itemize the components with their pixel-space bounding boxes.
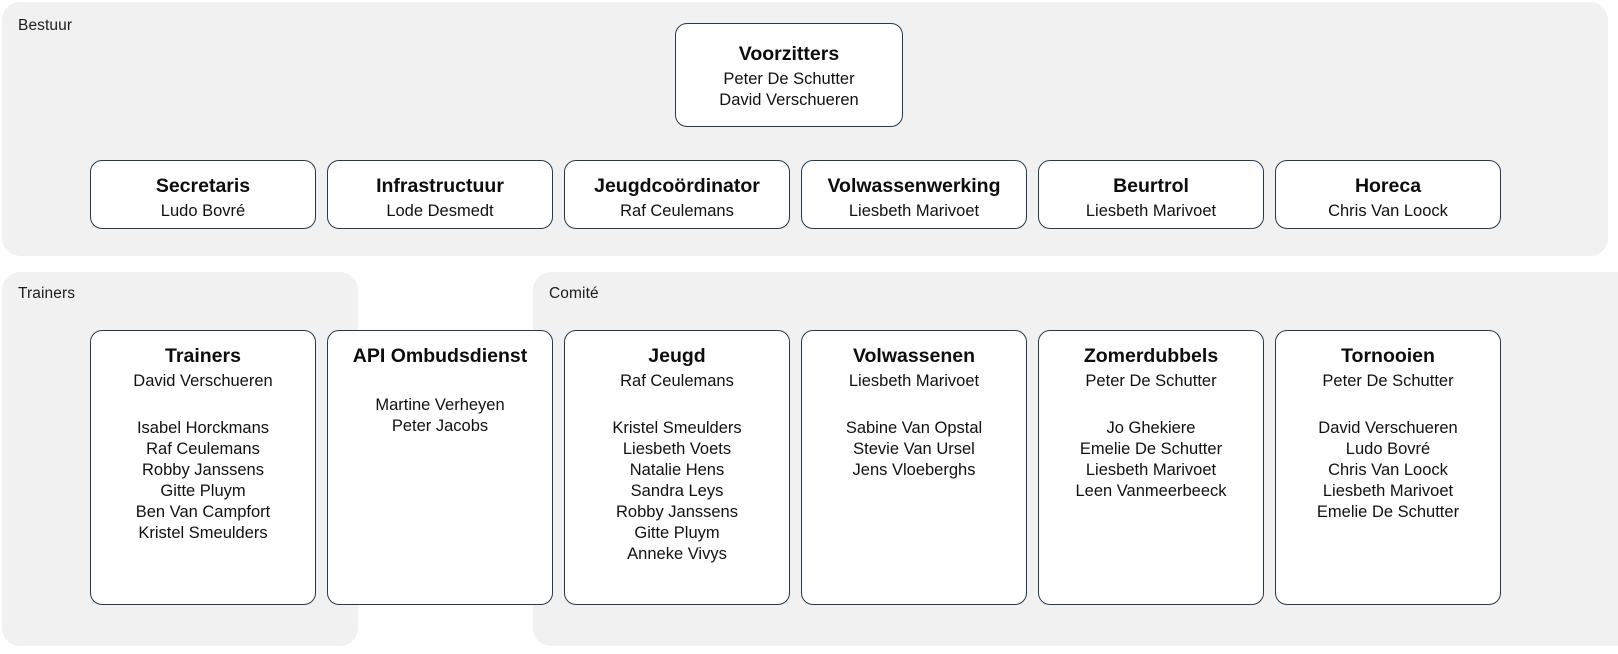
member-name: Leen Vanmeerbeeck <box>1075 482 1227 501</box>
card-lead: Lode Desmedt <box>386 201 494 220</box>
card-title: Infrastructuur <box>376 175 504 197</box>
card-horeca[interactable]: Horeca Chris Van Loock <box>1275 160 1501 229</box>
card-lead: Peter De Schutter <box>723 69 855 88</box>
card-title: Volwassenwerking <box>827 175 1001 197</box>
member-name: Sandra Leys <box>630 482 724 501</box>
card-title: Beurtrol <box>1113 175 1189 197</box>
card-lead: Raf Ceulemans <box>620 201 734 220</box>
member-name: David Verschueren <box>1318 419 1458 438</box>
member-name: Emelie De Schutter <box>1079 440 1223 459</box>
card-secretaris[interactable]: Secretaris Ludo Bovré <box>90 160 316 229</box>
member-name: Raf Ceulemans <box>146 440 260 459</box>
member-name: Emelie De Schutter <box>1316 503 1460 522</box>
member-name: Natalie Hens <box>629 461 725 480</box>
card-title: Jeugdcoördinator <box>594 175 760 197</box>
card-volwassenwerking[interactable]: Volwassenwerking Liesbeth Marivoet <box>801 160 1027 229</box>
member-name: Liesbeth Voets <box>622 440 732 459</box>
card-title: API Ombudsdienst <box>352 345 528 367</box>
card-title: Volwassenen <box>852 345 976 367</box>
member-name: Kristel Smeulders <box>612 419 742 438</box>
member-name: Anneke Vivys <box>627 545 727 564</box>
card-infrastructuur[interactable]: Infrastructuur Lode Desmedt <box>327 160 553 229</box>
member-name: Chris Van Loock <box>1328 461 1448 480</box>
card-title: Horeca <box>1354 175 1422 197</box>
card-jeugdcoordinator[interactable]: Jeugdcoördinator Raf Ceulemans <box>564 160 790 229</box>
member-name: Gitte Pluym <box>634 524 720 543</box>
member-name: Jens Vloeberghs <box>852 461 976 480</box>
card-members: David Verschueren <box>676 90 902 111</box>
card-trainers[interactable]: Trainers David Verschueren Isabel Horckm… <box>90 330 316 605</box>
card-title: Jeugd <box>648 345 706 367</box>
card-lead: Liesbeth Marivoet <box>848 201 980 220</box>
member-name: Stevie Van Ursel <box>853 440 975 459</box>
member-name: Liesbeth Marivoet <box>1322 482 1454 501</box>
card-tornooien[interactable]: Tornooien Peter De Schutter David Versch… <box>1275 330 1501 605</box>
card-lead: David Verschueren <box>133 371 273 390</box>
card-lead: Raf Ceulemans <box>620 371 734 390</box>
member-name: Ben Van Campfort <box>135 503 271 522</box>
member-name: Robby Janssens <box>142 461 264 480</box>
card-title: Trainers <box>165 345 241 367</box>
card-lead: Liesbeth Marivoet <box>1085 201 1217 220</box>
card-title: Secretaris <box>155 175 251 197</box>
card-lead: Chris Van Loock <box>1328 201 1448 220</box>
member-name: Jo Ghekiere <box>1106 419 1196 438</box>
card-zomerdubbels[interactable]: Zomerdubbels Peter De Schutter Jo Ghekie… <box>1038 330 1264 605</box>
member-name: Robby Janssens <box>616 503 738 522</box>
member-name: Isabel Horckmans <box>136 419 270 438</box>
member-name: Martine Verheyen <box>375 395 505 414</box>
card-lead: Peter De Schutter <box>1085 371 1217 390</box>
card-title: Voorzitters <box>738 43 840 65</box>
card-lead: Liesbeth Marivoet <box>848 371 980 390</box>
member-name: Kristel Smeulders <box>138 524 268 543</box>
group-label-bestuur: Bestuur <box>18 17 73 34</box>
card-lead: Ludo Bovré <box>160 201 246 220</box>
card-voorzitters[interactable]: Voorzitters Peter De Schutter David Vers… <box>675 23 903 127</box>
group-label-comite: Comité <box>549 285 599 302</box>
card-title: Tornooien <box>1341 345 1435 367</box>
member-name: Peter Jacobs <box>391 416 489 435</box>
card-lead: Peter De Schutter <box>1322 371 1454 390</box>
member-name: Liesbeth Marivoet <box>1085 461 1217 480</box>
member-name: Sabine Van Opstal <box>845 419 983 438</box>
member-name: Gitte Pluym <box>160 482 246 501</box>
group-label-trainers: Trainers <box>18 285 76 302</box>
card-beurtrol[interactable]: Beurtrol Liesbeth Marivoet <box>1038 160 1264 229</box>
member-name: David Verschueren <box>719 91 859 110</box>
card-title: Zomerdubbels <box>1083 345 1219 367</box>
card-volwassenen[interactable]: Volwassenen Liesbeth Marivoet Sabine Van… <box>801 330 1027 605</box>
member-name: Ludo Bovré <box>1345 440 1431 459</box>
